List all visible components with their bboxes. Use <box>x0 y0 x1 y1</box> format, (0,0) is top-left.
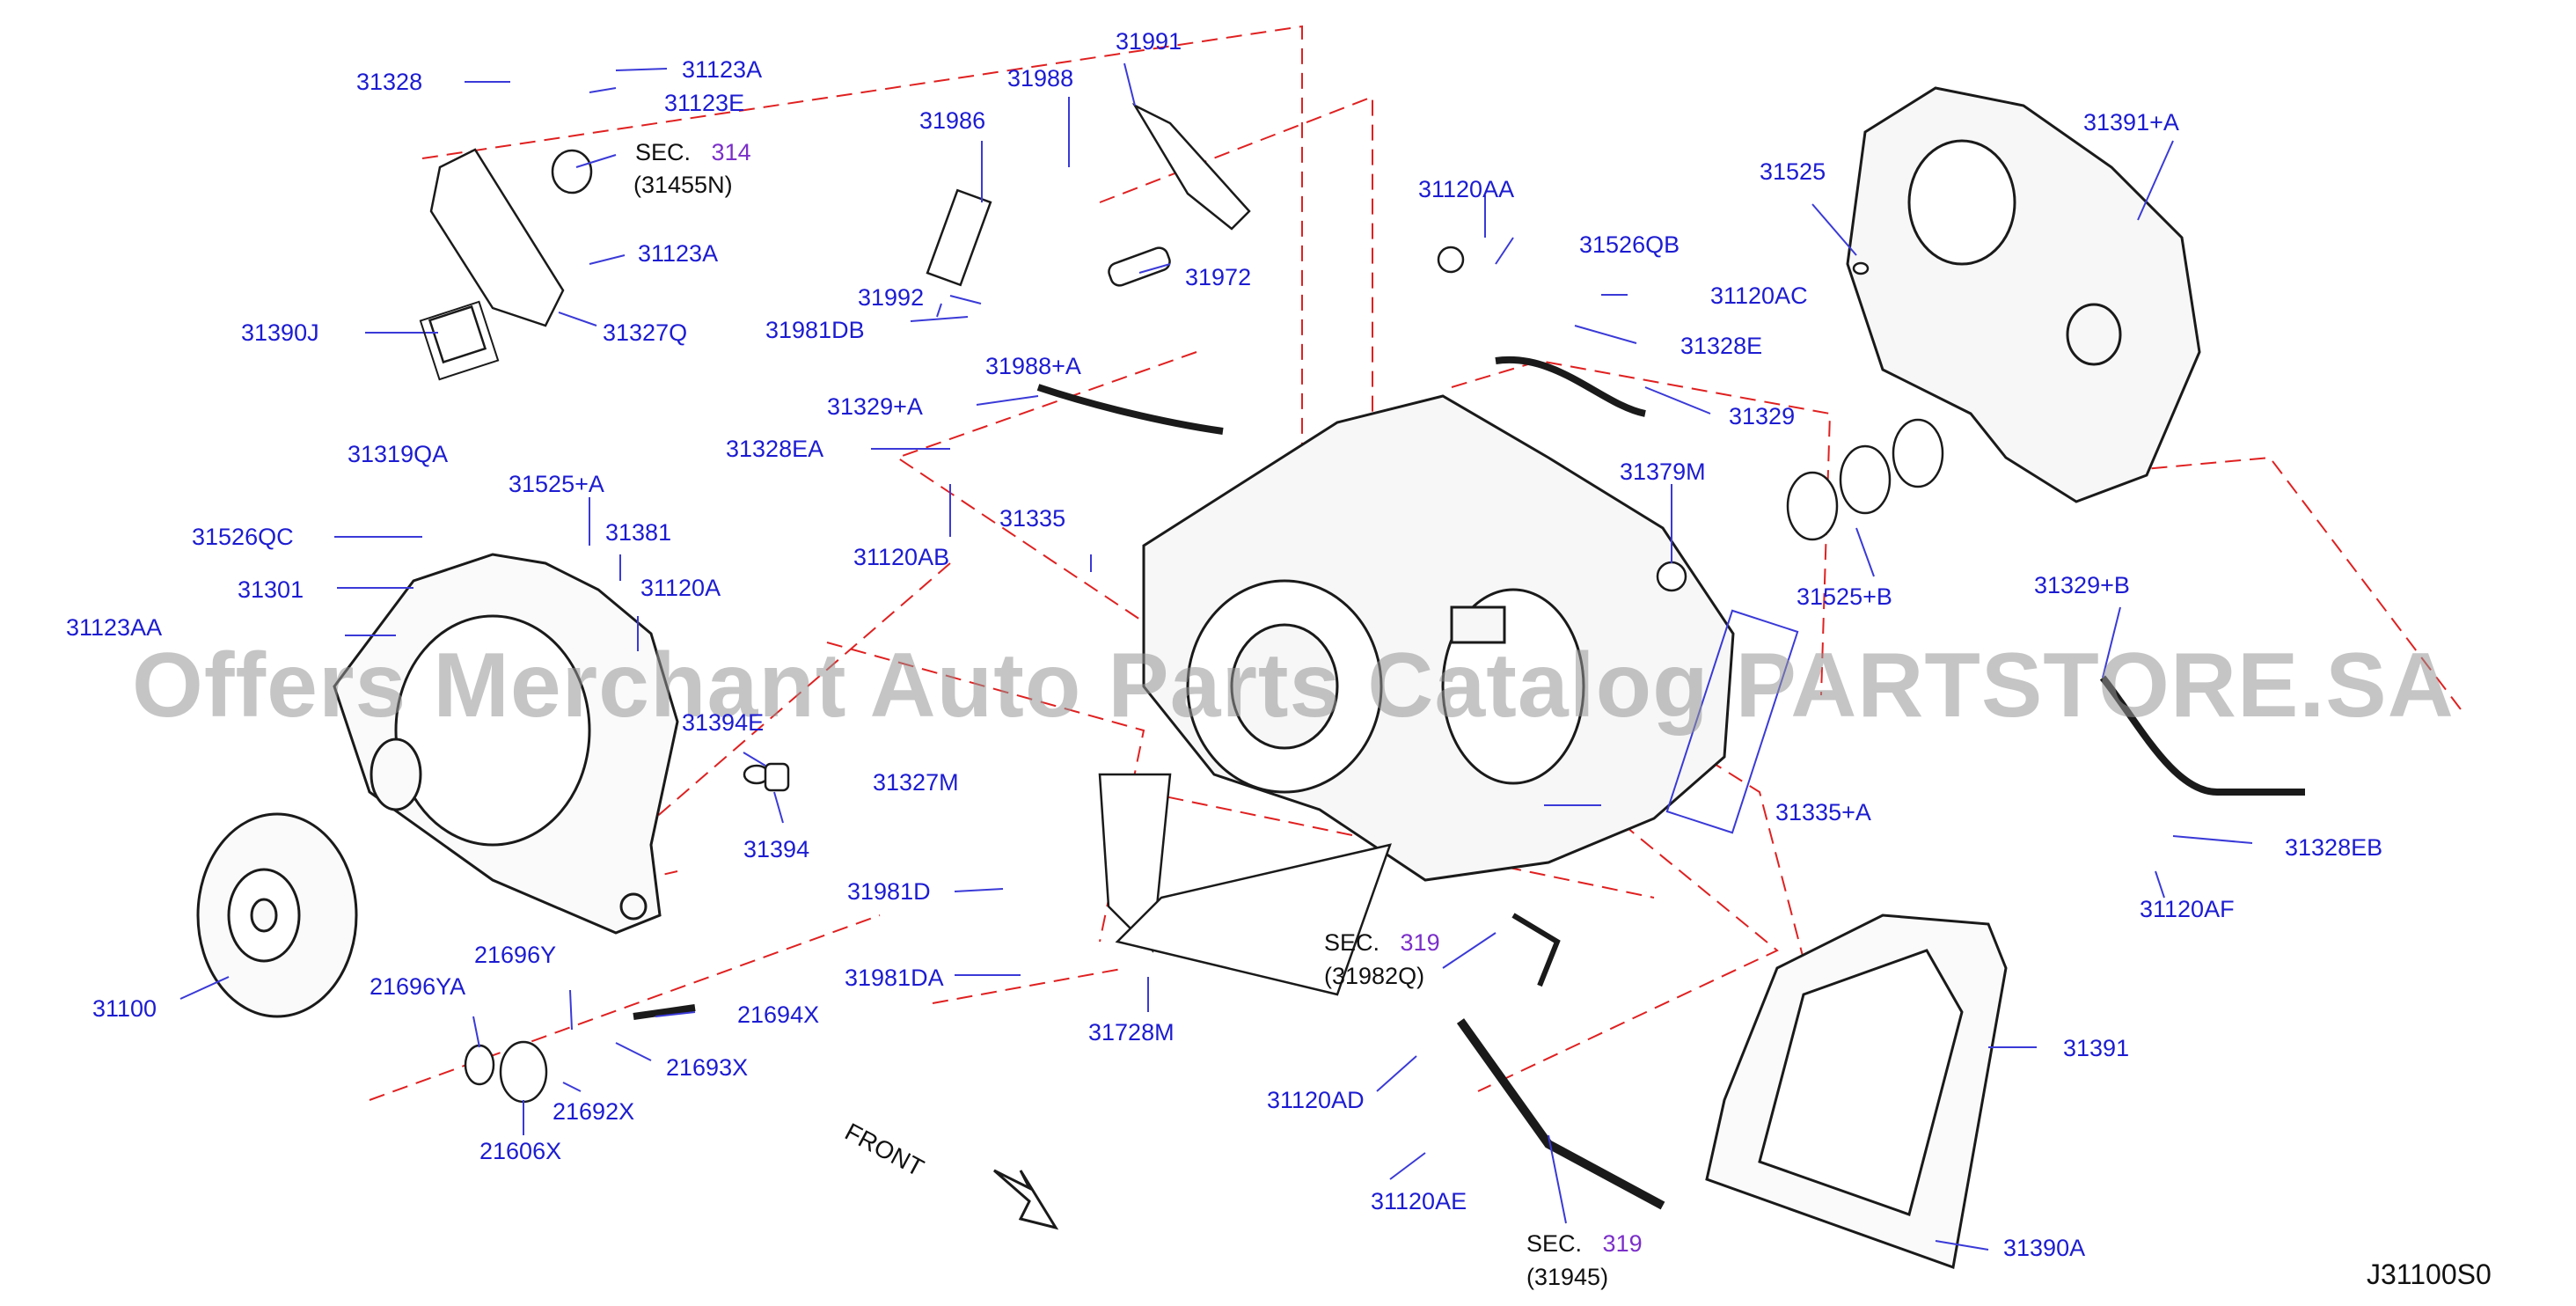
part-label[interactable]: 31981DB <box>765 317 865 343</box>
part-label[interactable]: 31728M <box>1088 1019 1175 1046</box>
section-prefix: SEC. <box>1324 929 1380 956</box>
part-label[interactable]: 21696Y <box>474 942 557 968</box>
part-label[interactable]: 31327Q <box>603 319 688 346</box>
part-label[interactable]: 31992 <box>858 284 925 311</box>
part-label[interactable]: 31327M <box>873 769 959 796</box>
section-sub: (31982Q) <box>1324 963 1425 989</box>
side-cover-drawing <box>1846 86 2201 503</box>
part-label[interactable]: 31120AA <box>1418 176 1515 202</box>
section-sub: (31945) <box>1526 1264 1609 1290</box>
section-number[interactable]: 319 <box>1400 929 1440 956</box>
part-label[interactable]: 31123E <box>664 90 745 116</box>
part-label[interactable]: 31328E <box>1680 333 1763 359</box>
leader-lines <box>179 62 2253 1251</box>
transaxle-case-drawing <box>1142 394 1735 882</box>
part-label[interactable]: 31390J <box>241 319 319 346</box>
part-label[interactable]: 31120AE <box>1371 1188 1467 1214</box>
part-label[interactable]: 31394 <box>743 836 810 862</box>
part-label[interactable]: 31526QC <box>192 524 294 550</box>
part-label[interactable]: 31100 <box>92 995 157 1022</box>
part-label[interactable]: 31981D <box>847 878 931 905</box>
part-label[interactable]: 21693X <box>666 1054 749 1081</box>
part-label[interactable]: 31526QB <box>1579 231 1680 258</box>
part-label[interactable]: 31988+A <box>985 353 1081 379</box>
part-label[interactable]: 31123A <box>682 56 763 83</box>
front-arrow-icon <box>993 1169 1059 1230</box>
part-label[interactable]: 21692X <box>553 1098 635 1125</box>
section-prefix: SEC. <box>635 139 692 165</box>
section-ref[interactable]: SEC. 319 <box>1526 1232 1643 1256</box>
part-label[interactable]: 31394E <box>682 709 765 736</box>
part-label[interactable]: 31525 <box>1760 158 1826 185</box>
torque-converter-drawing <box>196 812 358 1018</box>
callout-box-31390J <box>419 300 500 381</box>
part-label[interactable]: 31391 <box>2063 1035 2130 1061</box>
part-label[interactable]: 31335+A <box>1775 799 1871 825</box>
part-label[interactable]: 31991 <box>1116 28 1182 55</box>
part-label[interactable]: 31120A <box>640 575 721 601</box>
section-ref[interactable]: SEC. 314 <box>635 141 751 165</box>
part-label[interactable]: 31120AF <box>2140 896 2235 922</box>
part-label[interactable]: 31123A <box>638 240 719 267</box>
part-label[interactable]: 21606X <box>479 1138 562 1164</box>
part-label[interactable]: 31379M <box>1620 459 1706 485</box>
part-label[interactable]: 31525+B <box>1797 583 1892 610</box>
oil-pan-drawing <box>1705 913 2008 1270</box>
part-label[interactable]: 31123AA <box>66 614 163 641</box>
part-label[interactable]: 31329+A <box>827 393 923 420</box>
part-label[interactable]: 31335 <box>999 505 1066 532</box>
part-label[interactable]: 31986 <box>919 107 986 134</box>
part-label[interactable]: 31381 <box>605 519 672 546</box>
part-label[interactable]: 31328EA <box>726 436 824 462</box>
bell-housing-drawing <box>333 553 679 935</box>
section-sub: (31455N) <box>633 172 733 198</box>
part-label[interactable]: 31120AC <box>1710 282 1808 309</box>
part-label[interactable]: 31972 <box>1185 264 1252 290</box>
part-label[interactable]: 21696YA <box>370 973 466 1000</box>
section-ref[interactable]: SEC. 319 <box>1324 931 1440 955</box>
section-number[interactable]: 319 <box>1602 1230 1643 1257</box>
part-label[interactable]: 31525+A <box>509 471 604 497</box>
part-label[interactable]: 31329+B <box>2034 572 2130 598</box>
part-label[interactable]: 31391+A <box>2083 109 2179 136</box>
part-label[interactable]: 31328EB <box>2285 834 2383 861</box>
diagram-code: J31100S0 <box>2367 1258 2492 1290</box>
part-label[interactable]: 31319QA <box>348 441 449 467</box>
callout-box-31335A <box>1665 609 1799 834</box>
part-label[interactable]: 31120AB <box>853 544 950 570</box>
part-label[interactable]: 21694X <box>737 1002 820 1028</box>
part-label[interactable]: 31390A <box>2003 1235 2086 1261</box>
section-number[interactable]: 314 <box>711 139 751 165</box>
part-label[interactable]: 31328 <box>356 69 423 95</box>
part-label[interactable]: 31301 <box>238 576 304 603</box>
o-ring-set <box>1786 418 1944 541</box>
part-label[interactable]: 31120AD <box>1267 1087 1365 1113</box>
small-parts-drawing <box>428 102 2305 1210</box>
part-label[interactable]: 31981DA <box>845 965 944 991</box>
section-prefix: SEC. <box>1526 1230 1583 1257</box>
part-label[interactable]: 31988 <box>1007 65 1074 92</box>
part-label[interactable]: 31329 <box>1729 403 1796 429</box>
